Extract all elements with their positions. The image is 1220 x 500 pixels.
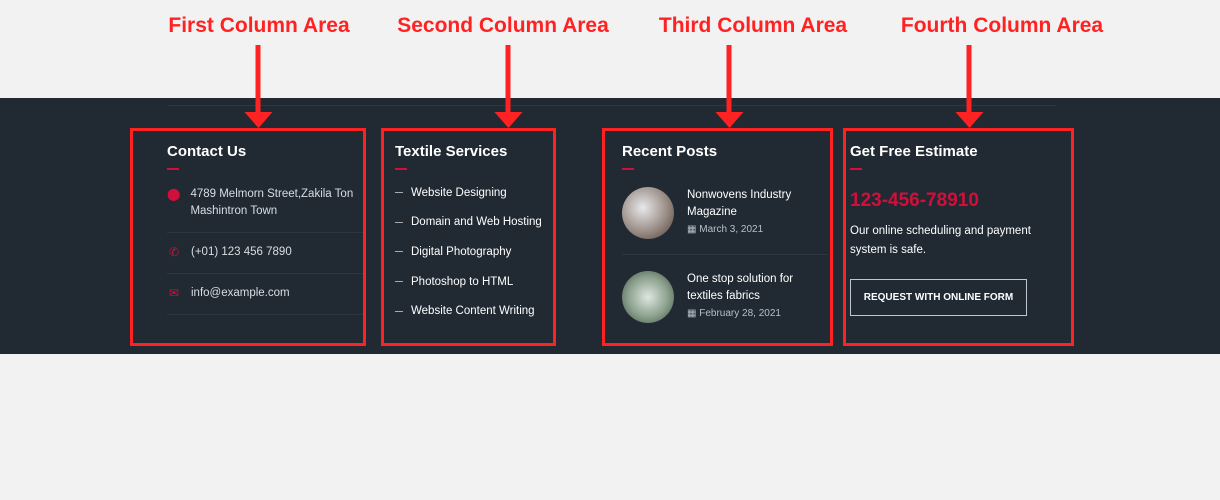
envelope-icon: ✉ [168, 286, 180, 300]
dash-icon [395, 251, 403, 253]
annotation-second-column: Second Column Area [397, 14, 609, 37]
contact-title: Contact Us [167, 143, 247, 160]
title-underline [395, 168, 407, 170]
service-label: Digital Photography [411, 245, 512, 258]
contact-column: Contact Us ⬤ 4789 Melmorn Street,Zakila T… [167, 143, 363, 315]
highlight-box [130, 128, 366, 346]
title-underline [167, 168, 179, 170]
services-column: Textile Services Website Designing Domai… [395, 143, 542, 326]
service-link[interactable]: Digital Photography [395, 237, 542, 267]
phone-icon: ✆ [168, 245, 180, 259]
post-thumbnail[interactable] [622, 187, 674, 239]
posts-column: Recent Posts Nonwovens Industry Magazine… [622, 143, 828, 323]
address-text: 4789 Melmorn Street,Zakila Ton Mashintro… [190, 188, 354, 217]
post-thumbnail[interactable] [622, 271, 674, 323]
post-title[interactable]: One stop solution for textiles fabrics [687, 273, 794, 302]
arrow-down-icon [966, 45, 972, 115]
highlight-box [602, 128, 833, 346]
services-title: Textile Services [395, 143, 508, 160]
contact-address: ⬤ 4789 Melmorn Street,Zakila Ton Mashintr… [167, 186, 363, 233]
service-link[interactable]: Website Content Writing [395, 296, 542, 326]
title-underline [850, 168, 862, 170]
divider [168, 105, 1056, 106]
request-online-form-button[interactable]: REQUEST WITH ONLINE FORM [850, 279, 1027, 316]
highlight-box [843, 128, 1074, 346]
post-date: ▦ February 28, 2021 [687, 308, 828, 319]
post-date-text: February 28, 2021 [699, 308, 781, 319]
annotation-fourth-column: Fourth Column Area [900, 14, 1104, 37]
dash-icon [395, 192, 403, 194]
post-date: ▦ March 3, 2021 [687, 224, 828, 235]
posts-title: Recent Posts [622, 143, 718, 160]
annotation-first-column: First Column Area [168, 14, 350, 37]
annotation-third-column: Third Column Area [658, 14, 848, 37]
post-item[interactable]: One stop solution for textiles fabrics ▦ … [622, 271, 828, 323]
map-pin-icon: ⬤ [167, 187, 181, 201]
arrow-down-icon [726, 45, 732, 115]
estimate-column: Get Free Estimate 123-456-78910 Our onli… [850, 143, 1050, 316]
estimate-phone[interactable]: 123-456-78910 [850, 190, 979, 211]
service-link[interactable]: Website Designing [395, 178, 542, 208]
calendar-icon: ▦ [687, 308, 700, 319]
estimate-description: Our online scheduling and payment system… [850, 225, 1031, 256]
phone-text[interactable]: (+01) 123 456 7890 [191, 246, 292, 258]
service-link[interactable]: Photoshop to HTML [395, 267, 542, 297]
post-date-text: March 3, 2021 [699, 224, 764, 235]
service-label: Website Content Writing [411, 305, 535, 318]
title-underline [622, 168, 634, 170]
service-label: Domain and Web Hosting [411, 216, 542, 229]
calendar-icon: ▦ [687, 224, 700, 235]
service-label: Website Designing [411, 186, 507, 199]
arrow-down-icon [505, 45, 511, 115]
dash-icon [395, 281, 403, 283]
dash-icon [395, 310, 403, 312]
dash-icon [395, 221, 403, 223]
post-title[interactable]: Nonwovens Industry Magazine [687, 189, 792, 218]
service-link[interactable]: Domain and Web Hosting [395, 208, 542, 238]
footer [0, 98, 1220, 354]
contact-phone: ✆ (+01) 123 456 7890 [167, 233, 363, 274]
post-item[interactable]: Nonwovens Industry Magazine ▦ March 3, 20… [622, 187, 828, 255]
contact-email: ✉ info@example.com [167, 274, 363, 315]
service-label: Photoshop to HTML [411, 275, 514, 288]
arrow-down-icon [255, 45, 261, 115]
email-link[interactable]: info@example.com [191, 287, 290, 299]
estimate-title: Get Free Estimate [850, 143, 978, 160]
highlight-box [381, 128, 556, 346]
